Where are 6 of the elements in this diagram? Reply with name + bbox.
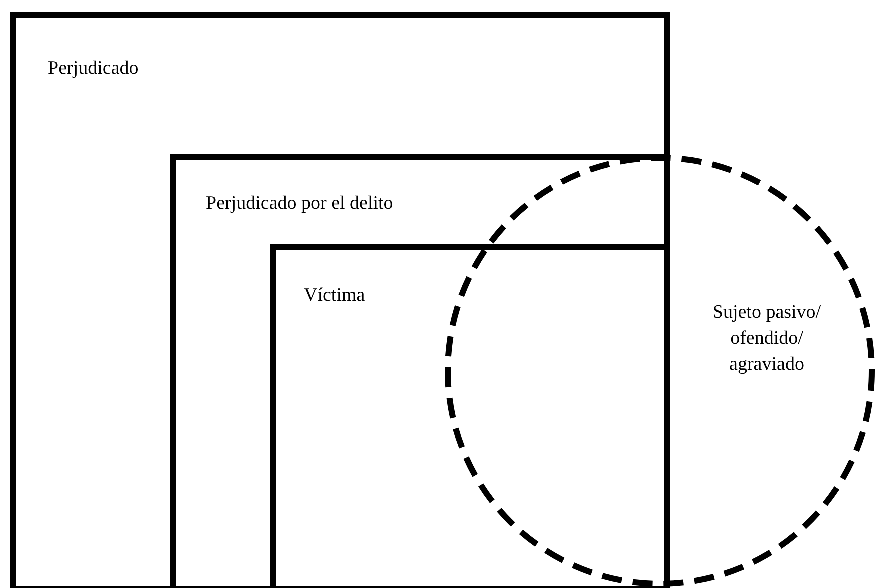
box-label: Perjudicado por el delito (206, 193, 394, 215)
box-label: Perjudicado (48, 58, 139, 80)
dashed-circle (445, 155, 875, 587)
box-label: Víctima (304, 285, 366, 307)
circle-label: Sujeto pasivo/ ofendido/ agraviado (712, 301, 822, 377)
nested-box (10, 12, 670, 588)
